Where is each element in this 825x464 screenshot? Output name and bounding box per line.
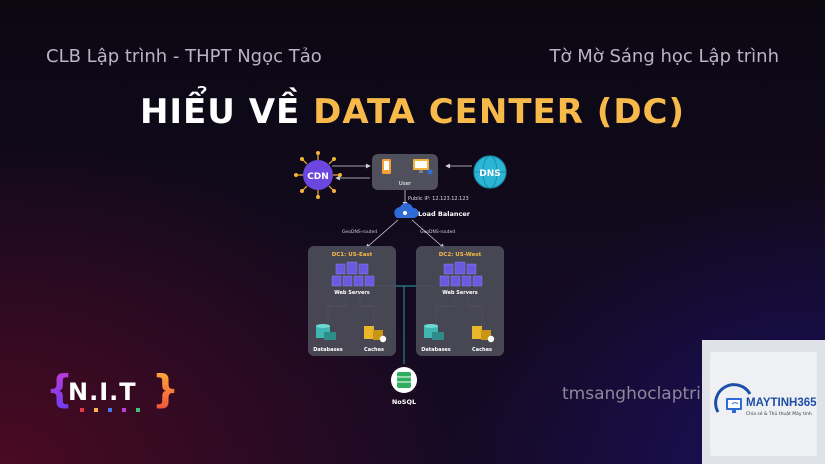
dns-node: DNS	[473, 155, 507, 189]
load-balancer-node: Load Balancer	[394, 203, 471, 218]
svg-text:{: {	[46, 368, 73, 411]
nosql-label: NoSQL	[392, 398, 416, 406]
dc2-web-servers-label: Web Servers	[442, 290, 478, 296]
nosql-node: NoSQL	[391, 367, 417, 406]
slogan: Tờ Mờ Sáng học Lập trình	[549, 46, 779, 67]
svg-text:}: }	[152, 368, 176, 411]
badge-brand: MAYTINH365	[746, 397, 817, 409]
database-icon	[424, 324, 444, 340]
phone-icon	[382, 159, 391, 174]
dc2-title: DC2: US-West	[439, 252, 482, 258]
website-text: tmsanghoclaptrinh	[562, 384, 723, 404]
cache-icon	[472, 326, 495, 343]
dc1-web-servers-label: Web Servers	[334, 290, 370, 296]
monitor-icon	[413, 159, 433, 175]
dns-label: DNS	[479, 169, 501, 179]
badge-tagline: Chia sẻ & Thủ thuật Máy tính	[746, 412, 812, 417]
cdn-node: CDN	[294, 151, 342, 199]
data-center-diagram: CDN User DNS Public IP: 12.123.12.123 Lo…	[294, 151, 507, 406]
title-prefix: HIỂU VỀ	[139, 92, 314, 132]
geodns-left-label: GeoDNS-routed	[342, 229, 377, 235]
club-name: CLB Lập trình - THPT Ngọc Tảo	[46, 46, 322, 67]
dc1-title: DC1: US-East	[332, 252, 373, 258]
server-icon	[439, 261, 483, 287]
connectors	[332, 163, 472, 249]
title-highlight: DATA CENTER (DC)	[313, 92, 686, 132]
cache-icon	[364, 326, 387, 343]
user-node: User	[372, 154, 438, 190]
dc1-databases-label: Databases	[313, 347, 343, 353]
load-balancer-label: Load Balancer	[418, 210, 471, 218]
public-ip-label: Public IP: 12.123.12.123	[408, 196, 469, 202]
server-icon	[331, 261, 375, 287]
maytinh365-badge: MAYTINH365 Chia sẻ & Thủ thuật Máy tính	[702, 340, 825, 464]
dc1-caches-label: Caches	[364, 347, 384, 353]
dc2-box: DC2: US-West Web Servers Databases Cache…	[416, 246, 504, 356]
geodns-right-label: GeoDNS-routed	[420, 229, 455, 235]
cdn-label: CDN	[307, 172, 329, 182]
user-label: User	[399, 181, 412, 187]
dc1-box: DC1: US-East Web Servers Databases Cache…	[308, 246, 396, 356]
maytinh365-logo-icon	[714, 383, 752, 413]
nit-logo: { N.I.T }	[46, 368, 176, 412]
svg-text:N.I.T: N.I.T	[68, 378, 137, 406]
database-icon	[316, 324, 336, 340]
dc2-databases-label: Databases	[421, 347, 451, 353]
dc2-caches-label: Caches	[472, 347, 492, 353]
page-title: HIỂU VỀ DATA CENTER (DC)	[0, 92, 825, 132]
